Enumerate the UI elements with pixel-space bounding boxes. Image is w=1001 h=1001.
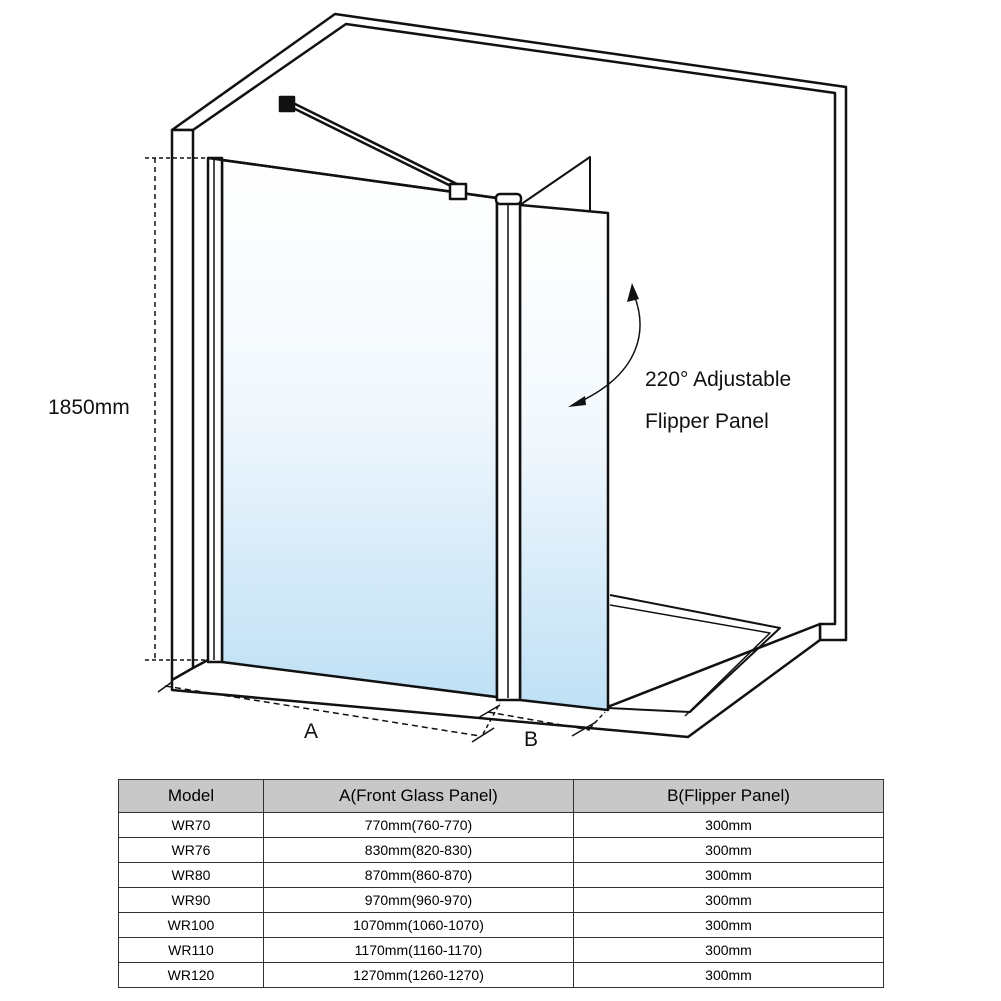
a-cell: 1270mm(1260-1270) (263, 962, 574, 988)
model-cell: WR100 (118, 912, 264, 938)
dimension-a-label: A (304, 720, 319, 743)
dimension-a (157, 681, 501, 743)
model-cell: WR90 (118, 887, 264, 913)
b-cell: 300mm (573, 887, 884, 913)
height-label: 1850mm (48, 396, 130, 419)
b-cell: 300mm (573, 937, 884, 963)
model-cell: WR70 (118, 812, 264, 838)
a-cell: 970mm(960-970) (263, 887, 574, 913)
model-cell: WR76 (118, 837, 264, 863)
dimension-b-label: B (524, 728, 539, 751)
height-dimension (145, 157, 208, 661)
a-cell: 1070mm(1060-1070) (263, 912, 574, 938)
flipper-label-line1: 220° Adjustable (645, 368, 792, 391)
dimension-b (477, 704, 606, 737)
a-cell: 770mm(760-770) (263, 812, 574, 838)
support-arm (278, 95, 468, 201)
column-header-model: Model (118, 779, 264, 813)
rotation-arrow-icon (574, 289, 641, 405)
column-header-a: A(Front Glass Panel) (263, 779, 574, 813)
front-glass-panel (220, 158, 499, 699)
a-cell: 1170mm(1160-1170) (263, 937, 574, 963)
left-wall (170, 128, 195, 682)
b-cell: 300mm (573, 837, 884, 863)
shower-screen-diagram (145, 12, 848, 743)
b-cell: 300mm (573, 812, 884, 838)
model-cell: WR120 (118, 962, 264, 988)
b-cell: 300mm (573, 862, 884, 888)
model-cell: WR80 (118, 862, 264, 888)
a-cell: 830mm(820-830) (263, 837, 574, 863)
size-table: Model A(Front Glass Panel) B(Flipper Pan… (118, 779, 884, 988)
b-cell: 300mm (573, 912, 884, 938)
flipper-panel (518, 203, 610, 712)
model-cell: WR110 (118, 937, 264, 963)
b-cell: 300mm (573, 962, 884, 988)
flipper-label-line2: Flipper Panel (645, 410, 769, 433)
a-cell: 870mm(860-870) (263, 862, 574, 888)
table-header-row: Model A(Front Glass Panel) B(Flipper Pan… (118, 779, 884, 813)
shower-tray (170, 622, 822, 739)
column-header-b: B(Flipper Panel) (573, 779, 884, 813)
